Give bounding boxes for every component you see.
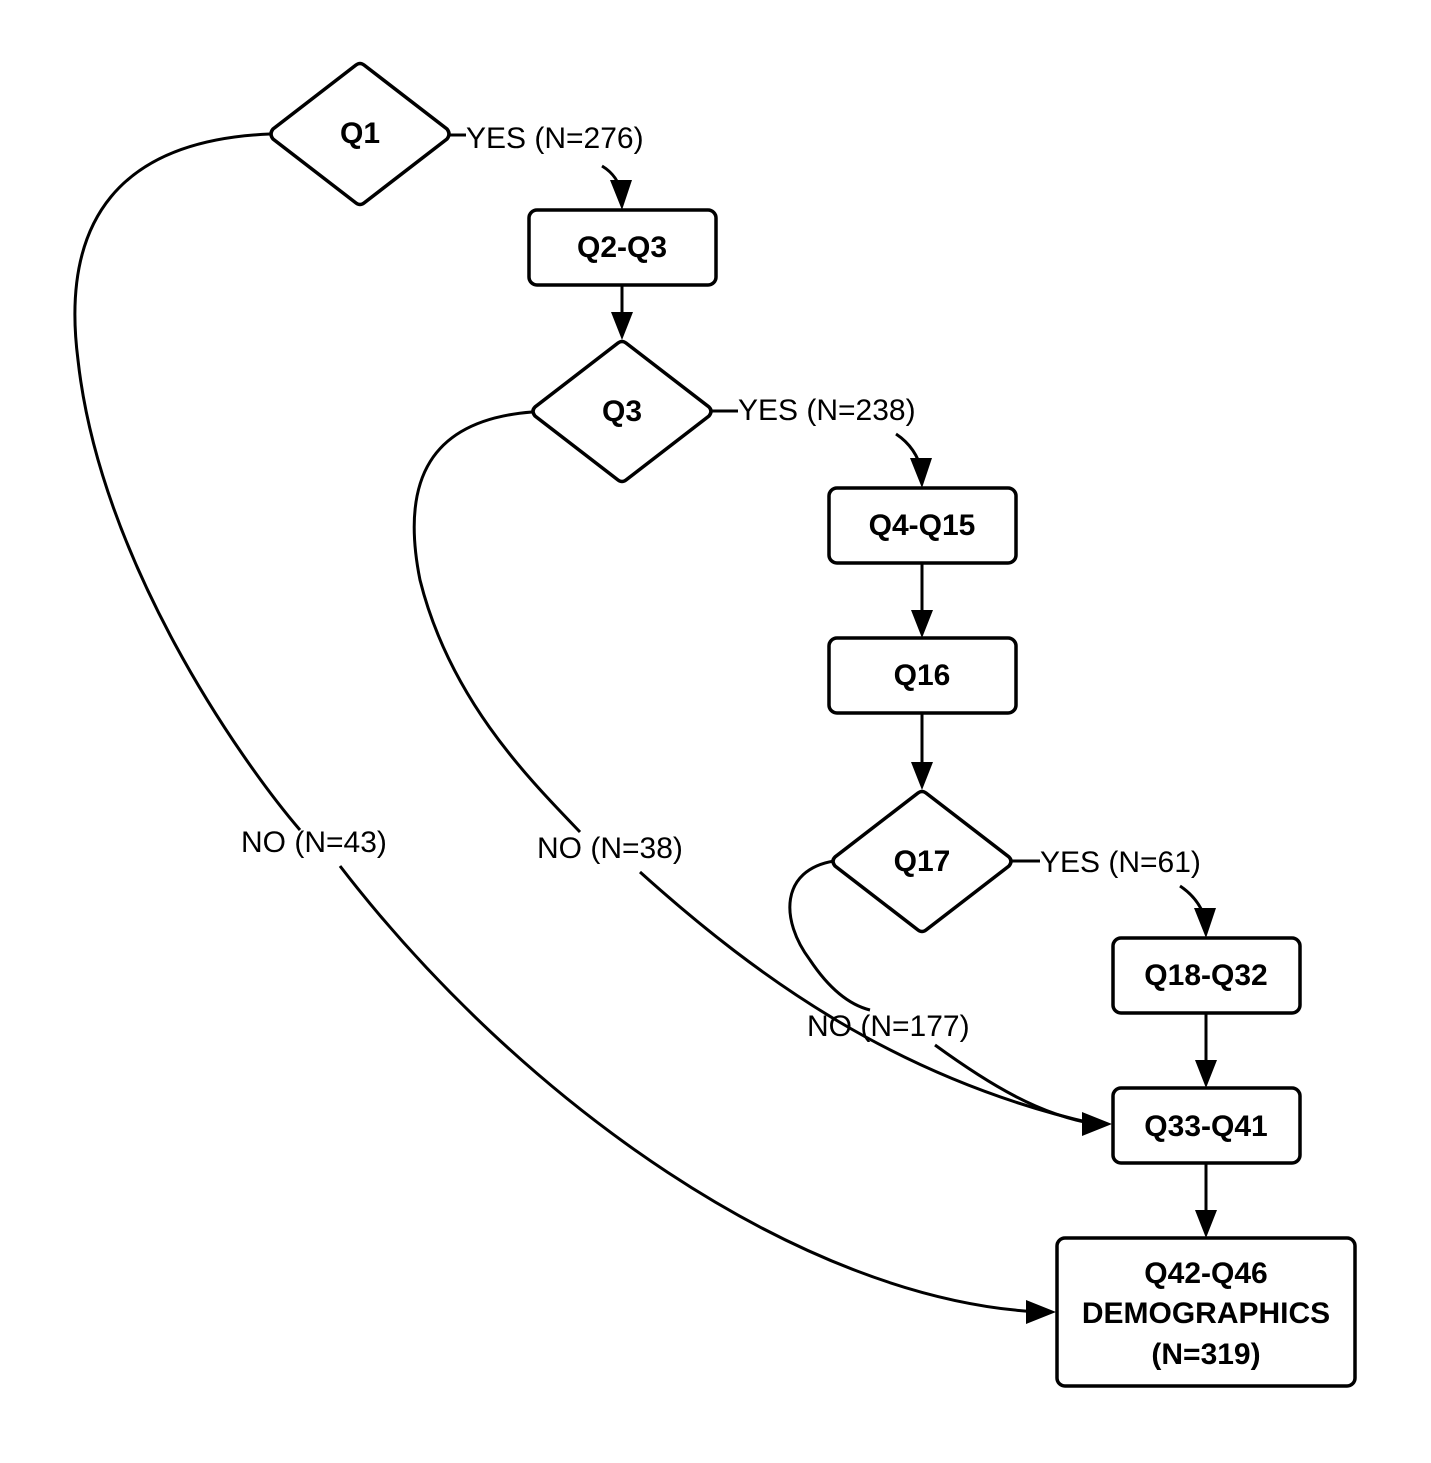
process-box	[1111, 936, 1302, 1015]
arrowhead-q16-to-q17	[911, 762, 933, 790]
node-label-line-3: (N=319)	[1151, 1338, 1260, 1371]
node-q2q3[interactable]: Q2-Q3	[527, 208, 718, 287]
node-q1[interactable]: Q1	[269, 61, 451, 207]
arrowhead-q1-no	[1026, 1300, 1056, 1324]
edge-label-q3-no: NO (N=38)	[537, 832, 683, 865]
edge-q3-no	[412, 410, 1096, 1126]
arrowhead-q18q32-to-q33q41	[1195, 1060, 1217, 1088]
process-box	[827, 636, 1018, 715]
edge-label-q3-yes: YES (N=238)	[738, 394, 916, 427]
node-q4q15[interactable]: Q4-Q15	[827, 486, 1018, 565]
node-q42q46-demographics[interactable]: Q42-Q46 DEMOGRAPHICS (N=319)	[1055, 1236, 1357, 1388]
edge-label-q1-yes: YES (N=276)	[466, 122, 644, 155]
arrowhead-no-to-q33q41	[1082, 1112, 1112, 1136]
process-box	[827, 486, 1018, 565]
node-q17[interactable]: Q17	[831, 789, 1013, 934]
node-q33q41[interactable]: Q33-Q41	[1111, 1086, 1302, 1165]
decision-diamond	[269, 61, 451, 207]
process-box	[1055, 1236, 1357, 1388]
arrowhead-q1-yes	[610, 180, 632, 210]
node-label: Q16	[894, 659, 951, 692]
process-box	[1111, 1086, 1302, 1165]
node-q3[interactable]: Q3	[531, 339, 713, 484]
arrowhead-q4q15-to-q16	[911, 610, 933, 638]
edge-q17-no	[788, 859, 1096, 1126]
node-label: Q1	[340, 117, 380, 150]
node-label-line-1: Q42-Q46	[1144, 1257, 1267, 1290]
edge-label-q17-yes: YES (N=61)	[1040, 846, 1201, 879]
edge-label-q1-no: NO (N=43)	[241, 826, 387, 859]
edge-label-q17-no: NO (N=177)	[807, 1010, 970, 1043]
edge-q1-no	[73, 132, 1041, 1314]
node-q16[interactable]: Q16	[827, 636, 1018, 715]
node-label: Q3	[602, 395, 642, 428]
node-label: Q18-Q32	[1144, 959, 1267, 992]
node-label: Q4-Q15	[869, 509, 976, 542]
decision-diamond	[831, 789, 1013, 934]
arrowhead-q33q41-to-q42q46	[1195, 1210, 1217, 1238]
node-label: Q2-Q3	[577, 231, 667, 264]
node-q18q32[interactable]: Q18-Q32	[1111, 936, 1302, 1015]
node-label: Q33-Q41	[1144, 1110, 1267, 1143]
arrowhead-q2q3-to-q3	[611, 312, 633, 340]
node-label-line-2: DEMOGRAPHICS	[1082, 1297, 1330, 1330]
node-label: Q17	[894, 845, 951, 878]
process-box	[527, 208, 718, 287]
arrowhead-q3-yes	[910, 458, 932, 488]
decision-diamond	[531, 339, 713, 484]
arrowhead-q17-yes	[1194, 908, 1216, 938]
